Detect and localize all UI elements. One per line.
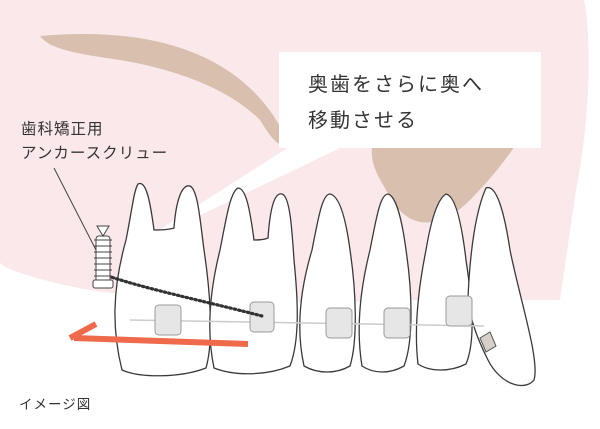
bracket-icon (445, 295, 473, 327)
callout-box (279, 52, 541, 148)
elastic-chain-icon (106, 274, 264, 318)
anchor-screw-icon (92, 225, 114, 289)
callout-text-line-2: 移動させる (308, 108, 418, 132)
bone-area-left (40, 33, 284, 144)
bracket-icon (154, 304, 182, 336)
bracket-icon (325, 307, 353, 339)
screw-label-line-1: 歯科矯正用 (21, 120, 104, 138)
image-caption: イメージ図 (19, 397, 92, 413)
archwire (129, 319, 485, 327)
callout-text-line-1: 奥歯をさらに奥へ (308, 72, 484, 96)
molar-1 (114, 182, 212, 377)
molar-2 (209, 187, 298, 375)
incisor-bracket-icon (479, 331, 497, 353)
label-leader-line (53, 167, 97, 251)
bracket-icon (383, 307, 411, 339)
arrow-left-icon (68, 321, 249, 347)
screw-label-line-2: アンカースクリュー (21, 144, 169, 162)
